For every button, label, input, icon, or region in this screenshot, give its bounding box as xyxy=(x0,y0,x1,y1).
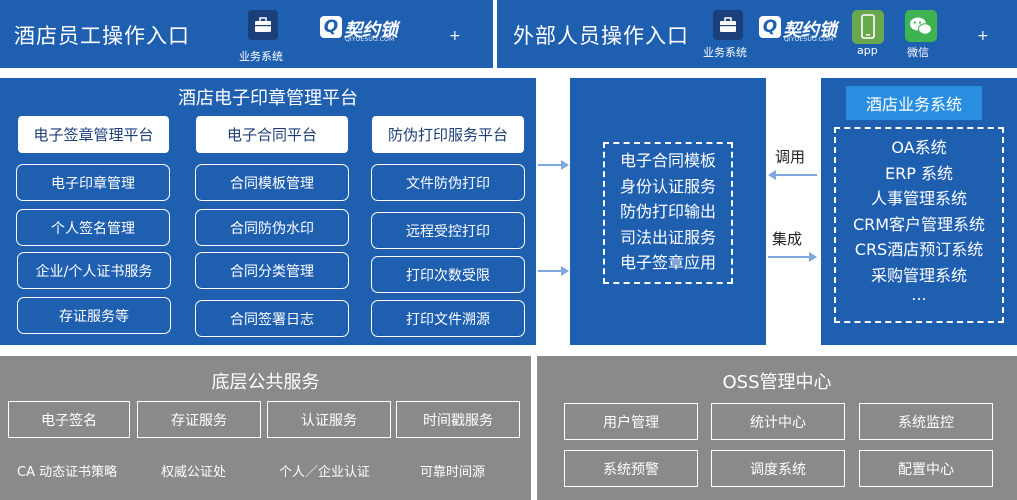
platform-item[interactable]: 打印次数受限 xyxy=(371,256,525,293)
app-label: app xyxy=(857,44,878,57)
system-item: 人事管理系统 xyxy=(870,189,967,208)
external-entry-title: 外部人员操作入口 xyxy=(513,24,689,48)
platform-item[interactable]: 合同分类管理 xyxy=(195,252,349,289)
platform-item[interactable]: 存证服务等 xyxy=(17,297,171,334)
base-service-note: 可靠时间源 xyxy=(420,465,486,480)
core-services-panel: 电子合同模板 身份认证服务 防伪打印输出 司法出证服务 电子签章应用 xyxy=(570,78,766,345)
oss-item[interactable]: 调度系统 xyxy=(711,450,845,487)
seal-platform-panel: 酒店电子印章管理平台 电子签章管理平台 电子印章管理 个人签名管理 企业/个人证… xyxy=(0,78,536,345)
wechat-icon[interactable] xyxy=(905,10,937,42)
arrow-right-icon xyxy=(809,252,817,262)
biz-system-label: 业务系统 xyxy=(703,46,747,59)
base-service-box[interactable]: 时间戳服务 xyxy=(396,401,520,438)
platform-item[interactable]: 合同防伪水印 xyxy=(195,209,349,246)
wechat-label: 微信 xyxy=(907,46,929,59)
platform-item[interactable]: 个人签名管理 xyxy=(16,209,170,246)
base-services-panel: 底层公共服务 电子签名 存证服务 认证服务 时间戳服务 CA 动态证书策略 权威… xyxy=(0,356,531,500)
service-item: 司法出证服务 xyxy=(619,227,716,247)
biz-system-label: 业务系统 xyxy=(239,50,283,63)
arrow-connector xyxy=(538,164,562,166)
plus-icon[interactable]: + xyxy=(449,28,461,44)
base-services-title: 底层公共服务 xyxy=(211,372,320,393)
base-service-note: 权威公证处 xyxy=(161,465,227,480)
system-item: ... xyxy=(911,285,927,304)
core-services-list: 电子合同模板 身份认证服务 防伪打印输出 司法出证服务 电子签章应用 xyxy=(603,142,733,284)
base-service-note: 个人／企业认证 xyxy=(279,465,371,480)
oss-item[interactable]: 统计中心 xyxy=(711,403,845,440)
service-item: 电子签章应用 xyxy=(619,253,716,272)
arrow-connector xyxy=(768,256,810,258)
platform-item[interactable]: 文件防伪打印 xyxy=(371,164,525,201)
integrate-label: 集成 xyxy=(772,230,803,248)
mobile-app-icon[interactable] xyxy=(852,10,884,44)
hotel-systems-list: OA系统 ERP 系统 人事管理系统 CRM客户管理系统 CRS酒店预订系统 采… xyxy=(834,127,1004,323)
column-header-esign[interactable]: 电子签章管理平台 xyxy=(18,116,169,153)
system-item: CRM客户管理系统 xyxy=(852,214,986,234)
platform-item[interactable]: 远程受控打印 xyxy=(371,212,525,249)
system-item: OA系统 xyxy=(891,138,947,157)
service-item: 防伪打印输出 xyxy=(619,202,716,221)
oss-center-panel: OSS管理中心 用户管理 统计中心 系统监控 系统预警 调度系统 配置中心 xyxy=(537,356,1017,500)
oss-item[interactable]: 系统监控 xyxy=(859,403,993,440)
plus-icon[interactable]: + xyxy=(977,28,989,44)
hotel-systems-panel: 酒店业务系统 OA系统 ERP 系统 人事管理系统 CRM客户管理系统 CRS酒… xyxy=(821,78,1017,345)
call-label: 调用 xyxy=(775,148,806,166)
oss-item[interactable]: 配置中心 xyxy=(859,450,993,487)
platform-item[interactable]: 合同模板管理 xyxy=(195,164,349,201)
hotel-systems-title: 酒店业务系统 xyxy=(846,86,982,120)
base-service-box[interactable]: 电子签名 xyxy=(8,401,130,438)
platform-title: 酒店电子印章管理平台 xyxy=(178,88,358,109)
platform-item[interactable]: 打印文件溯源 xyxy=(371,300,525,337)
column-header-print[interactable]: 防伪打印服务平台 xyxy=(372,116,524,153)
oss-item[interactable]: 用户管理 xyxy=(564,403,698,440)
arrow-right-icon xyxy=(561,160,569,170)
oss-item[interactable]: 系统预警 xyxy=(564,450,698,487)
arrow-connector xyxy=(775,174,817,176)
briefcase-icon[interactable] xyxy=(248,10,278,40)
arrow-connector xyxy=(538,270,562,272)
base-service-note: CA 动态证书策略 xyxy=(17,465,118,480)
base-service-box[interactable]: 存证服务 xyxy=(137,401,261,438)
platform-item[interactable]: 企业/个人证书服务 xyxy=(17,252,171,289)
service-item: 身份认证服务 xyxy=(619,176,716,196)
system-item: CRS酒店预订系统 xyxy=(854,240,984,259)
service-item: 电子合同模板 xyxy=(619,151,716,170)
system-item: ERP 系统 xyxy=(885,163,953,183)
platform-item[interactable]: 合同签署日志 xyxy=(195,300,349,337)
arrow-left-icon xyxy=(768,170,776,180)
platform-item[interactable]: 电子印章管理 xyxy=(16,164,170,201)
staff-entry-title: 酒店员工操作入口 xyxy=(14,24,190,48)
arrow-right-icon xyxy=(561,266,569,276)
system-item: 采购管理系统 xyxy=(870,265,967,285)
column-header-contract[interactable]: 电子合同平台 xyxy=(196,116,348,153)
oss-title: OSS管理中心 xyxy=(722,372,832,393)
briefcase-icon[interactable] xyxy=(713,10,743,40)
base-service-box[interactable]: 认证服务 xyxy=(267,401,391,438)
